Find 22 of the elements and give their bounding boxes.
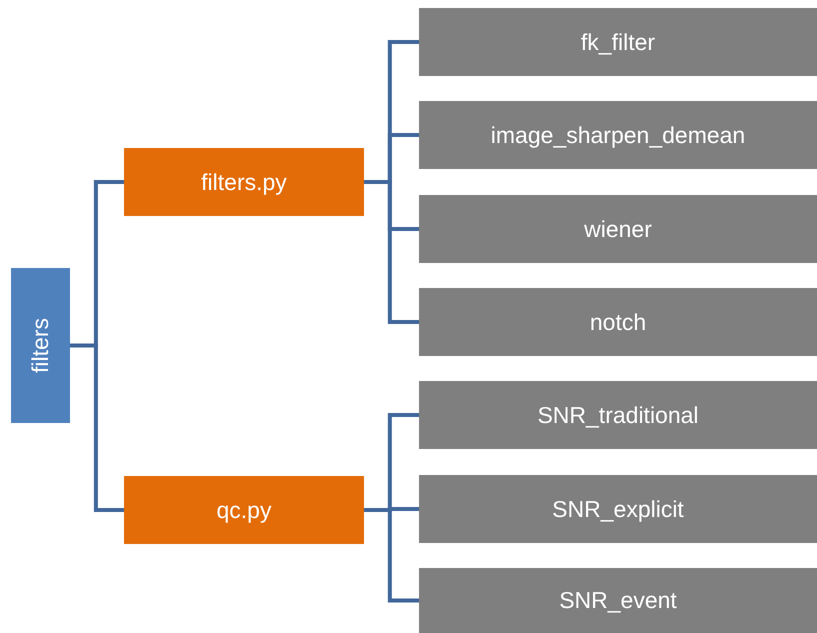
- node-label: SNR_traditional: [537, 400, 699, 430]
- function-box: [419, 568, 817, 633]
- node-label: qc.py: [216, 496, 272, 525]
- node-label: notch: [590, 308, 646, 337]
- node-label: wiener: [584, 214, 652, 244]
- node-label: filters.py: [201, 168, 287, 197]
- module-box: [124, 476, 364, 544]
- function-box: [419, 8, 817, 76]
- node-label: image_sharpen_demean: [490, 120, 746, 150]
- node-label: SNR_explicit: [552, 494, 684, 524]
- connector-line: [70, 344, 124, 512]
- function-box: [419, 101, 817, 169]
- function-box: [419, 288, 817, 356]
- node-label: filters: [26, 318, 54, 373]
- node-label: SNR_event: [559, 586, 677, 616]
- module-box: [124, 148, 364, 216]
- function-box: [419, 475, 817, 543]
- root-box: [11, 268, 70, 423]
- node-label: fk_filter: [580, 28, 656, 57]
- function-box: [419, 195, 817, 263]
- connector-line: [364, 508, 419, 602]
- function-box: [419, 381, 817, 449]
